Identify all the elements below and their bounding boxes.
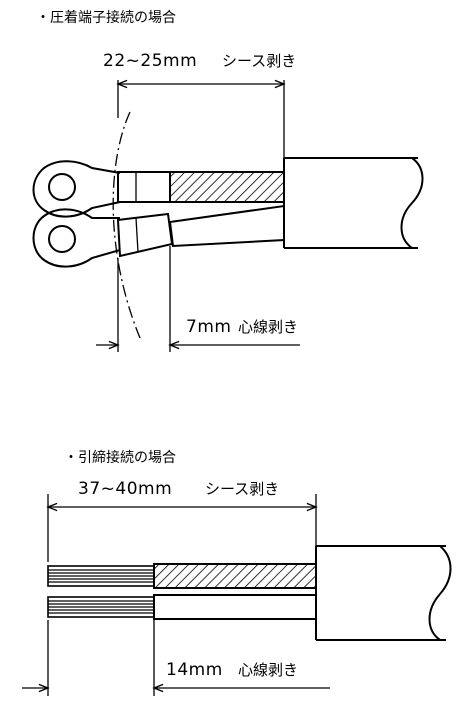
terminal-hole — [48, 173, 76, 201]
jacket-cut-line — [400, 157, 424, 249]
splice-sheath-length: 37~40mm — [78, 479, 172, 499]
crimp-core-label: 心線剥き — [238, 318, 298, 336]
lower-insulated-wire — [168, 204, 285, 248]
splice-sheath-dimension: 37~40mm シース剥き — [48, 479, 316, 562]
crimp-barrel — [116, 212, 174, 258]
crimp-sheath-dimension: 22~25mm シース剥き — [103, 51, 296, 160]
terminal-hole — [48, 225, 76, 253]
upper-ring-terminal — [32, 160, 171, 218]
upper-bare-strands — [47, 565, 155, 587]
splice-core-length: 14mm — [166, 660, 223, 680]
jacket-cut-line — [428, 545, 452, 641]
crimp-core-dimension: 7mm 心線剥き — [96, 246, 300, 352]
jacket-outline — [283, 157, 418, 249]
crimp-sheath-label: シース剥き — [222, 52, 296, 70]
upper-insulated-wire — [169, 171, 285, 203]
splice-section: ・引締接続の場合 37~40mm シース剥き — [22, 449, 452, 696]
crimp-terminal-section: ・圧着端子接続の場合 22~25mm シース剥き — [32, 9, 424, 352]
splice-sheath-label: シース剥き — [205, 480, 279, 498]
lower-insulated-wire — [153, 594, 317, 620]
splice-section-heading: ・引締接続の場合 — [64, 449, 176, 466]
splice-core-label: 心線剥き — [238, 661, 298, 679]
crimp-cable-jacket — [283, 157, 424, 249]
crimp-barrel — [117, 171, 171, 203]
lower-bare-strands — [47, 596, 155, 618]
splice-cable-jacket — [315, 545, 452, 641]
crimp-section-heading: ・圧着端子接続の場合 — [36, 9, 176, 26]
crimp-core-length: 7mm — [186, 317, 231, 337]
upper-insulated-wire — [153, 563, 317, 589]
crimp-sheath-length: 22~25mm — [103, 51, 197, 71]
lower-ring-terminal — [32, 208, 174, 268]
jacket-outline — [315, 545, 446, 641]
splice-core-dimension: 14mm 心線剥き — [22, 620, 330, 696]
